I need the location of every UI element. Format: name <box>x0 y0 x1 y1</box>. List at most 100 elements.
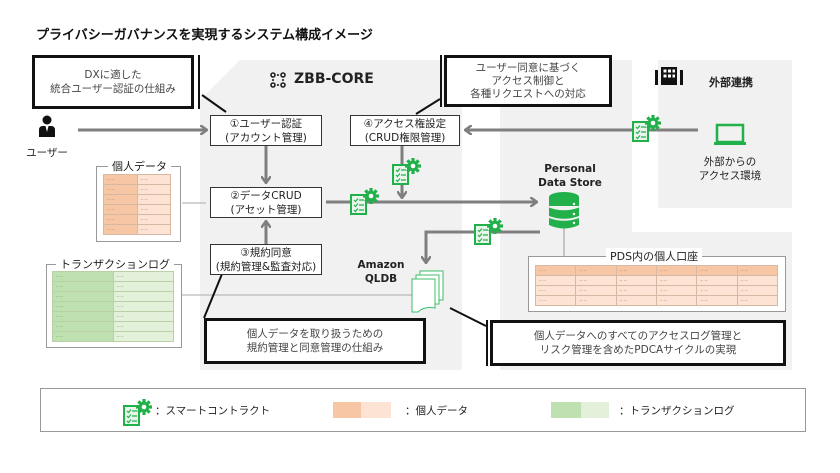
leader-auth <box>201 94 227 113</box>
legend-personal-data-swatch <box>333 402 391 418</box>
pds-account-cell: -- -- <box>696 285 738 296</box>
transaction-log-cell: -- -- <box>52 321 114 332</box>
external-label: 外部連携 <box>709 76 753 89</box>
personal-data-cell: -- -- <box>103 184 138 195</box>
qldb-label-line1: Amazon <box>357 259 405 271</box>
legend-transaction-log-label: ：トランザクションログ <box>619 405 735 417</box>
external-access-line1: 外部からの <box>703 156 757 168</box>
callout-auth-line1: DXに適した <box>84 69 142 81</box>
process-access-rights-title: ④アクセス権設定 <box>363 117 447 130</box>
legend: ：スマートコントラクト ：個人データ ：トランザクションログ <box>40 388 806 432</box>
external-access-label: 外部からの アクセス環境 <box>690 155 770 183</box>
personal-data-cell: -- -- <box>136 174 171 185</box>
personal-data-table: -- ---- ---- ---- ---- ---- ---- ---- --… <box>103 174 171 235</box>
pds-account-cell: -- -- <box>696 295 738 306</box>
leader-access <box>415 98 441 115</box>
transaction-log-row: -- ---- -- <box>52 281 174 292</box>
user-label: ユーザー <box>26 147 68 159</box>
transaction-log-table: -- ---- ---- ---- ---- ---- ---- ---- --… <box>52 271 174 342</box>
process-access-rights-sub: (CRUD権限管理) <box>364 131 446 144</box>
smart-contract-icon <box>123 399 153 431</box>
callout-terms-line1: 個人データを取り扱うための <box>246 328 384 340</box>
transaction-log-cell: -- -- <box>112 271 174 282</box>
personal-data-cell: -- -- <box>136 184 171 195</box>
callout-pdca-line2: リスク管理を含めたPDCAサイクルの実現 <box>539 344 737 356</box>
process-data-crud[interactable]: ②データCRUD (アセット管理) <box>210 187 322 218</box>
callout-pdca-line1: 個人データへのすべてのアクセスログ管理と <box>533 330 743 342</box>
transaction-log-cell: -- -- <box>112 301 174 312</box>
transaction-log-cell: -- -- <box>112 281 174 292</box>
page-title: プライバシーガバナンスを実現するシステム構成イメージ <box>36 28 373 43</box>
qldb-label-line2: QLDB <box>364 273 398 285</box>
transaction-log-cell: -- -- <box>52 331 114 342</box>
personal-data-cell: -- -- <box>136 224 171 235</box>
personal-data-row: -- ---- -- <box>103 224 171 235</box>
transaction-log-cell: -- -- <box>52 301 114 312</box>
personal-data-row: -- ---- -- <box>103 184 171 195</box>
pds-account-cell: -- -- <box>575 265 617 276</box>
pds-account-frame-label: PDS内の個人口座 <box>606 248 703 264</box>
pds-account-cell: -- -- <box>615 265 657 276</box>
process-terms-consent-title: ③規約同意 <box>240 246 292 259</box>
pds-account-table: -- ---- ---- ---- ---- ---- ---- ---- --… <box>534 265 779 306</box>
core-label: ZBB-CORE <box>294 71 374 87</box>
process-terms-consent[interactable]: ③規約同意 (規約管理&監査対応) <box>210 244 322 275</box>
transaction-log-row: -- ---- -- <box>52 301 174 312</box>
smart-contract-icon <box>392 158 422 190</box>
transaction-log-cell: -- -- <box>52 291 114 302</box>
user-icon <box>38 115 56 137</box>
pds-account-cell: -- -- <box>655 265 698 276</box>
personal-data-row: -- ---- -- <box>103 194 171 205</box>
callout-access: ユーザー同意に基づく アクセス制御と 各種リクエストへの対応 <box>444 55 612 107</box>
transaction-log-cell: -- -- <box>112 291 174 302</box>
personal-data-cell: -- -- <box>103 174 138 185</box>
transaction-log-cell: -- -- <box>112 321 174 332</box>
pds-account-cell: -- -- <box>736 285 779 296</box>
callout-pdca: 個人データへのすべてのアクセスログ管理と リスク管理を含めたPDCAサイクルの実… <box>490 320 786 366</box>
process-access-rights[interactable]: ④アクセス権設定 (CRUD権限管理) <box>350 115 460 146</box>
transaction-log-row: -- ---- -- <box>52 321 174 332</box>
transaction-log-cell: -- -- <box>52 311 114 322</box>
smart-contract-icon <box>350 188 380 220</box>
callout-terms-line2: 規約管理と同意管理の仕組み <box>246 342 384 354</box>
database-icon <box>548 192 580 230</box>
process-user-auth-sub: (アカウント管理) <box>225 131 307 144</box>
transaction-log-cell: -- -- <box>52 281 114 292</box>
pds-label-line1: Personal <box>544 163 596 175</box>
transaction-log-row: -- ---- -- <box>52 331 174 342</box>
process-user-auth[interactable]: ①ユーザー認証 (アカウント管理) <box>210 115 322 146</box>
legend-smart-contract-label: ：スマートコントラクト <box>155 405 271 417</box>
personal-data-cell: -- -- <box>103 194 138 205</box>
pds-account-cell: -- -- <box>575 285 617 296</box>
pds-account-cell: -- -- <box>534 265 577 276</box>
process-data-crud-title: ②データCRUD <box>230 189 302 202</box>
personal-data-cell: -- -- <box>103 204 138 215</box>
transaction-log-cell: -- -- <box>52 271 114 282</box>
legend-transaction-log-swatch <box>551 402 609 418</box>
personal-data-cell: -- -- <box>136 204 171 215</box>
core-panel-notch <box>200 60 240 100</box>
callout-auth-line2: 統合ユーザー認証の仕組み <box>50 83 176 95</box>
callout-access-line1: ユーザー同意に基づく <box>475 61 581 74</box>
building-icon <box>655 66 685 86</box>
transaction-log-row: -- ---- -- <box>52 311 174 322</box>
pds-account-cell: -- -- <box>655 285 698 296</box>
callout-access-line3: 各種リクエストへの対応 <box>470 87 586 100</box>
pds-account-cell: -- -- <box>696 275 738 286</box>
personal-data-cell: -- -- <box>103 224 138 235</box>
pds-account-cell: -- -- <box>696 265 738 276</box>
callout-auth-bar <box>198 55 200 109</box>
laptop-icon <box>713 123 747 147</box>
transaction-log-row: -- ---- -- <box>52 291 174 302</box>
pds-account-cell: -- -- <box>575 295 617 306</box>
pds-account-cell: -- -- <box>655 295 698 306</box>
transaction-log-row: -- ---- -- <box>52 271 174 282</box>
leader-pdca <box>449 307 487 327</box>
personal-data-row: -- ---- -- <box>103 204 171 215</box>
leader-terms <box>203 273 223 319</box>
transaction-log-cell: -- -- <box>112 331 174 342</box>
arrow-pds-to-qldb <box>426 230 540 262</box>
personal-data-frame-label: 個人データ <box>108 158 171 174</box>
pds-account-cell: -- -- <box>736 295 779 306</box>
